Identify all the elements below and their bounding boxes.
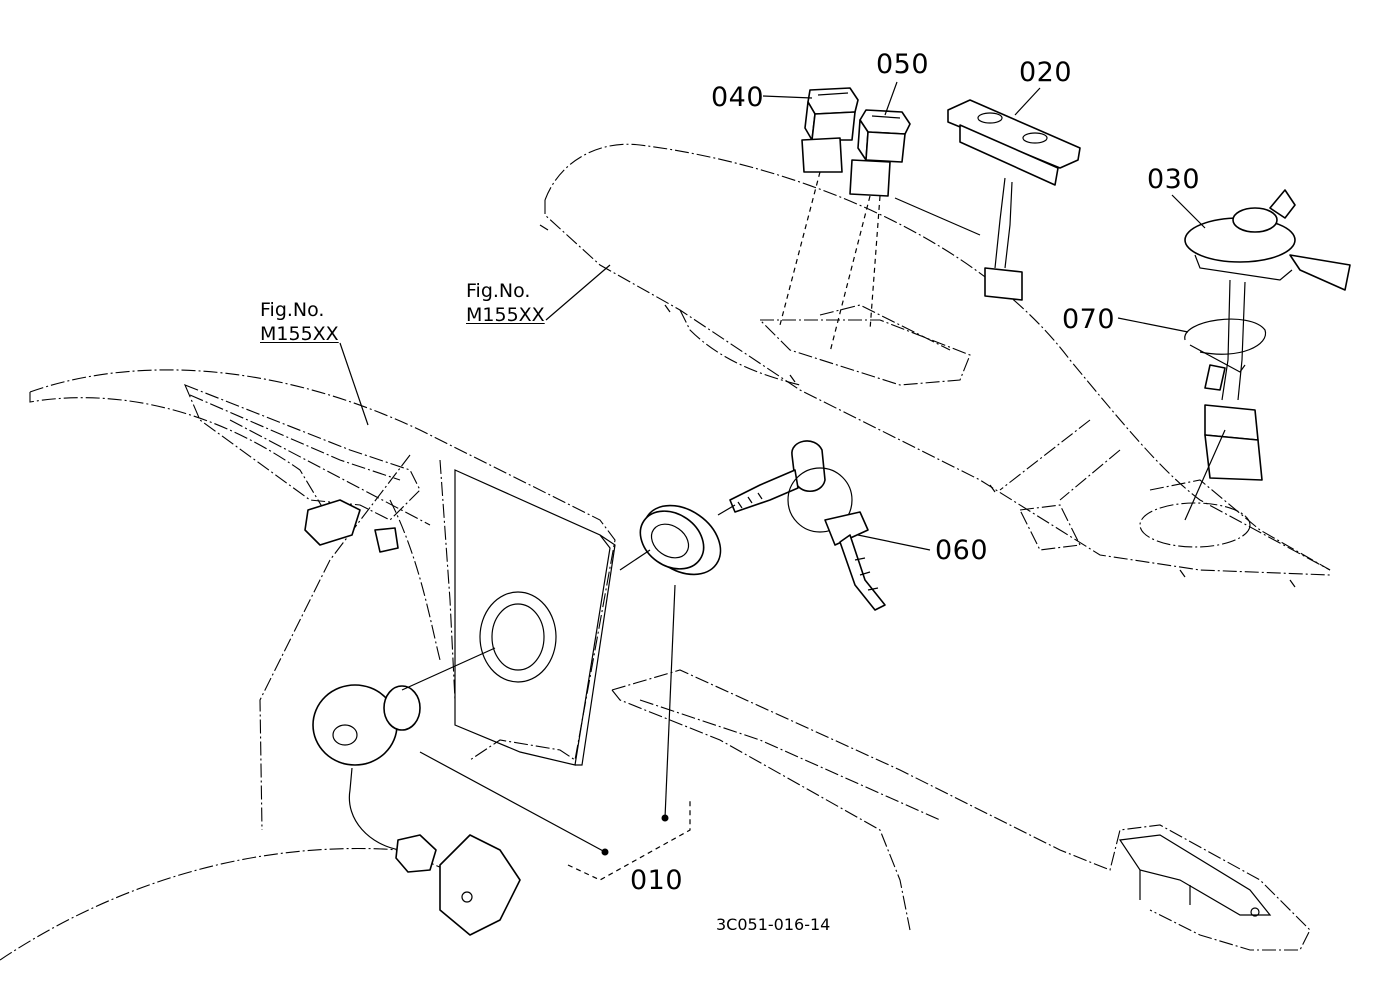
fig-ref-left-line1: Fig.No. <box>260 299 325 321</box>
upper-dashboard-panel <box>539 143 1331 588</box>
part-040-switch <box>801 87 859 173</box>
fig-ref-upper: Fig.No. M155XX <box>466 279 545 327</box>
callout-010: 010 <box>630 865 684 896</box>
callout-leaders <box>339 81 1206 551</box>
fig-ref-upper-line1: Fig.No. <box>466 280 531 302</box>
part-020-switch <box>947 99 1081 301</box>
part-010-bezel-ring <box>639 504 722 576</box>
left-dashboard-panel <box>0 369 616 961</box>
fig-ref-upper-line2: M155XX <box>466 304 545 326</box>
callout-050: 050 <box>876 49 930 80</box>
callout-040: 040 <box>711 82 765 113</box>
callout-060: 060 <box>935 535 989 566</box>
knob-assembly <box>312 684 437 873</box>
drawing-code: 3C051-016-14 <box>716 915 831 934</box>
callout-070: 070 <box>1062 304 1116 335</box>
callout-030: 030 <box>1147 164 1201 195</box>
mounting-plate <box>454 469 616 766</box>
part-060-keys <box>729 440 886 611</box>
fig-ref-left-line2: M155XX <box>260 323 339 345</box>
part-070-cable-tie <box>1184 318 1267 481</box>
lower-dashboard-trim <box>611 669 1311 951</box>
callout-020: 020 <box>1019 57 1073 88</box>
part-050-switch <box>849 109 911 197</box>
assembly-lines <box>401 171 1226 881</box>
part-030-key-switch <box>1184 189 1351 401</box>
fig-ref-left: Fig.No. M155XX <box>260 298 339 346</box>
